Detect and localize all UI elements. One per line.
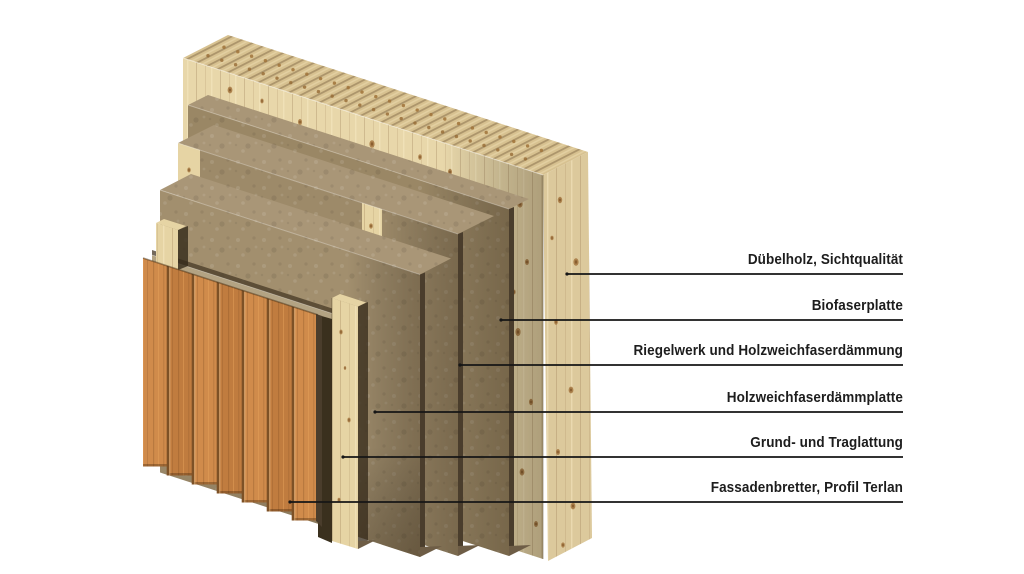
fassade-groove [266,298,270,512]
fassade-groove [241,290,245,503]
duebelholz-side-grain [543,152,592,561]
grundlattung-horizontal-batten [152,255,340,322]
traglattung-bottom-wedge [358,540,376,549]
traglattung-batten-grain [332,298,358,549]
duebelholz-dowel-holes [206,45,544,161]
leader-endpoint [373,410,377,414]
biofaser-top-texture [188,95,529,209]
leader-endpoint [499,318,503,322]
leader-endpoint [288,500,292,504]
fassade-groove [216,281,220,494]
traglattung-stub-top-face [156,219,186,230]
biofaser-top-edge-highlight [187,104,510,210]
riegelwerk-top-texture [178,125,494,234]
leader-endpoint [565,272,569,276]
layer-label-lattung: Grund- und Traglattung [750,434,903,451]
grundlattung-shadow-band [152,250,340,316]
riegelwerk-end-face [458,232,463,556]
traglattung-stub-shadow [178,226,188,270]
riegelwerk-bottom-wedge [458,545,480,556]
holzweichfaser-top-texture [160,174,451,275]
traglattung-batten-shadow [358,302,368,549]
fassade-planks [143,258,318,521]
holzweichfaser-end-face [420,272,425,557]
leader-endpoint [458,363,462,367]
layer-label-fassade: Fassadenbretter, Profil Terlan [710,479,903,496]
biofaser-end-face [509,207,514,556]
layer-label-biofaserplatte: Biofaserplatte [811,297,903,314]
fassade-groove [166,265,170,476]
layer-lattung [151,219,376,549]
leader-endpoint [341,455,345,459]
leader-lines [288,272,903,504]
duebelholz-top-edge-highlight [182,57,544,176]
fassade-groove [291,306,295,521]
layer-fassade [142,257,322,527]
riegelwerk-top-edge-highlight [177,142,459,235]
fassade-end-face [316,314,322,527]
holzweichfaser-bottom-wedge [420,546,442,557]
fassade-groove [191,273,195,485]
fassade-top-edge [142,257,319,316]
layer-label-riegelwerk: Riegelwerk und Holzweichfaserdämmung [633,342,903,359]
layer-label-duebelholz: Dübelholz, Sichtqualität [747,251,903,268]
biofaser-bottom-wedge [509,545,531,556]
layer-label-holzweichfaser: Holzweichfaserdämmplatte [726,389,903,406]
duebelholz-top-lamella-stripes [183,35,588,175]
traglattung-stub-grain [156,223,178,270]
traglattung-batten-top-face [332,294,366,307]
holzweichfaser-top-edge-highlight [159,189,421,275]
traglattung-batten-knots [337,329,351,503]
